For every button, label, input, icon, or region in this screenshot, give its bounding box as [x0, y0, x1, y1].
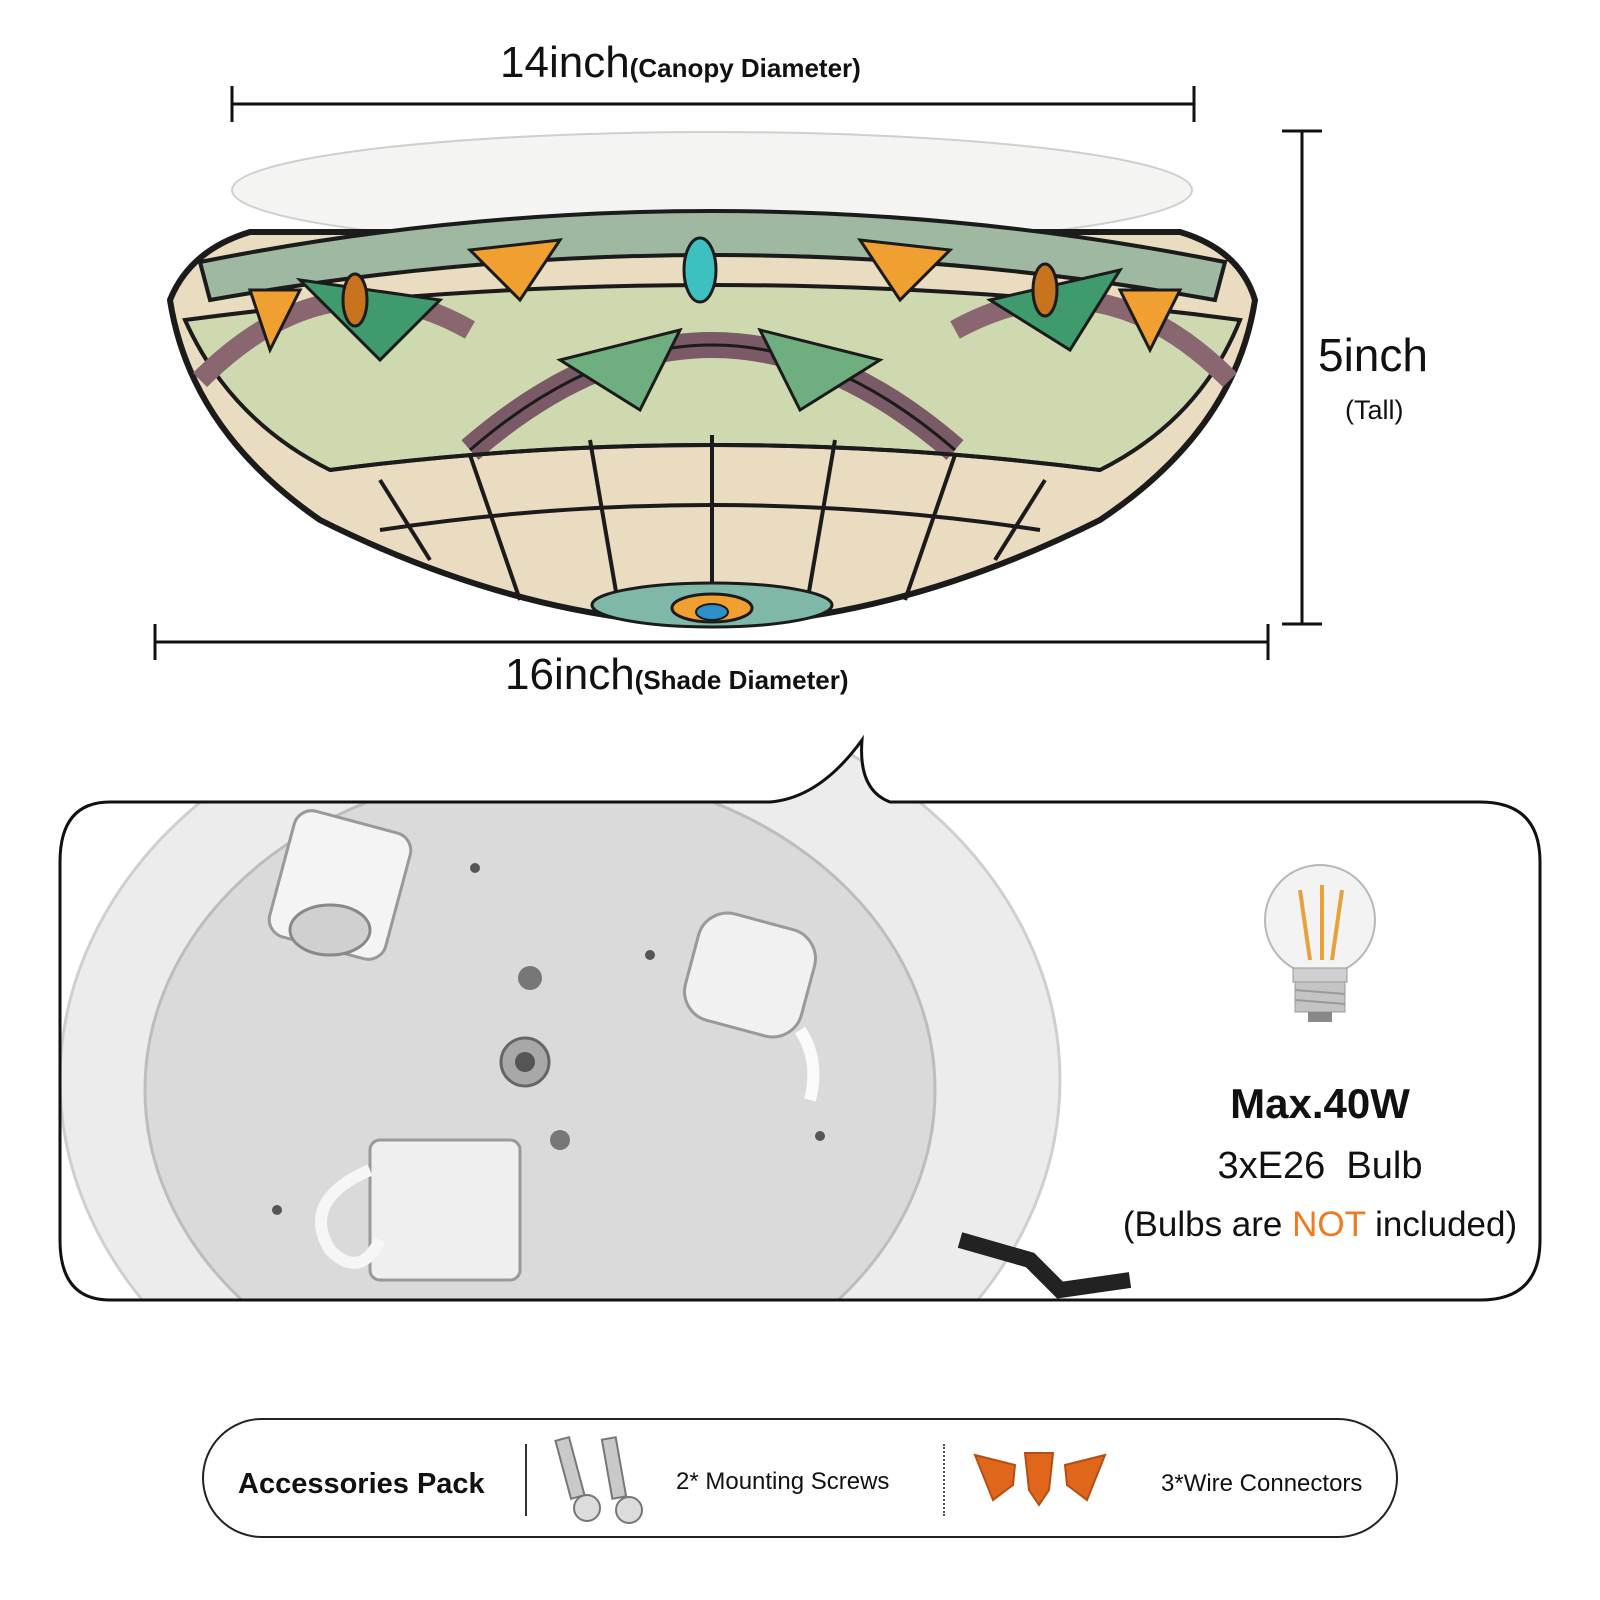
note-highlight: NOT — [1292, 1205, 1366, 1244]
socket-top-left — [267, 809, 413, 961]
socket-bottom — [315, 1138, 522, 1282]
shade-diameter-label: 16inch(Shade Diameter) — [505, 650, 849, 700]
mounting-screws-icon — [554, 1435, 643, 1524]
wire-connectors-icon — [973, 1452, 1107, 1507]
canopy-interior-image — [60, 740, 1540, 1300]
note-prefix: (Bulbs are — [1122, 1205, 1293, 1244]
height-dimension-line — [1282, 129, 1322, 626]
accessories-pack-title: Accessories Pack — [238, 1468, 485, 1500]
wire-connectors-label: 3*Wire Connectors — [1161, 1470, 1363, 1497]
shade-diameter-caption: (Shade Diameter) — [634, 665, 849, 695]
shade-dimension-line — [153, 624, 1270, 660]
accessories-pack-box — [202, 1418, 1398, 1538]
height-value: 5inch — [1318, 329, 1428, 381]
shade-diameter-value: 16inch — [505, 650, 635, 699]
bubble-outline — [58, 734, 1542, 1302]
socket-right — [683, 911, 820, 1102]
bulbs-not-included-note: (Bulbs are NOT included) — [1040, 1205, 1600, 1245]
tiffany-shade-image — [166, 131, 1259, 629]
bulb-type: 3xE26 Bulb — [1217, 1145, 1423, 1187]
bulb-icon — [1264, 864, 1376, 1022]
canopy-diameter-caption: (Canopy Diameter) — [629, 53, 861, 83]
mounting-screws-label: 2* Mounting Screws — [676, 1468, 890, 1495]
max-wattage: Max.40W — [1230, 1080, 1410, 1127]
accessories-divider — [525, 1444, 527, 1516]
note-suffix: included) — [1365, 1205, 1518, 1244]
canopy-diameter-label: 14inch(Canopy Diameter) — [500, 38, 861, 88]
height-caption: (Tall) — [1345, 395, 1404, 425]
lamp-dimension-diagram — [153, 86, 1322, 660]
canopy-diameter-value: 14inch — [500, 38, 630, 87]
accessories-divider-2 — [943, 1444, 945, 1516]
canopy-dimension-line — [230, 86, 1196, 122]
canopy-interior-bubble — [58, 734, 1542, 1302]
